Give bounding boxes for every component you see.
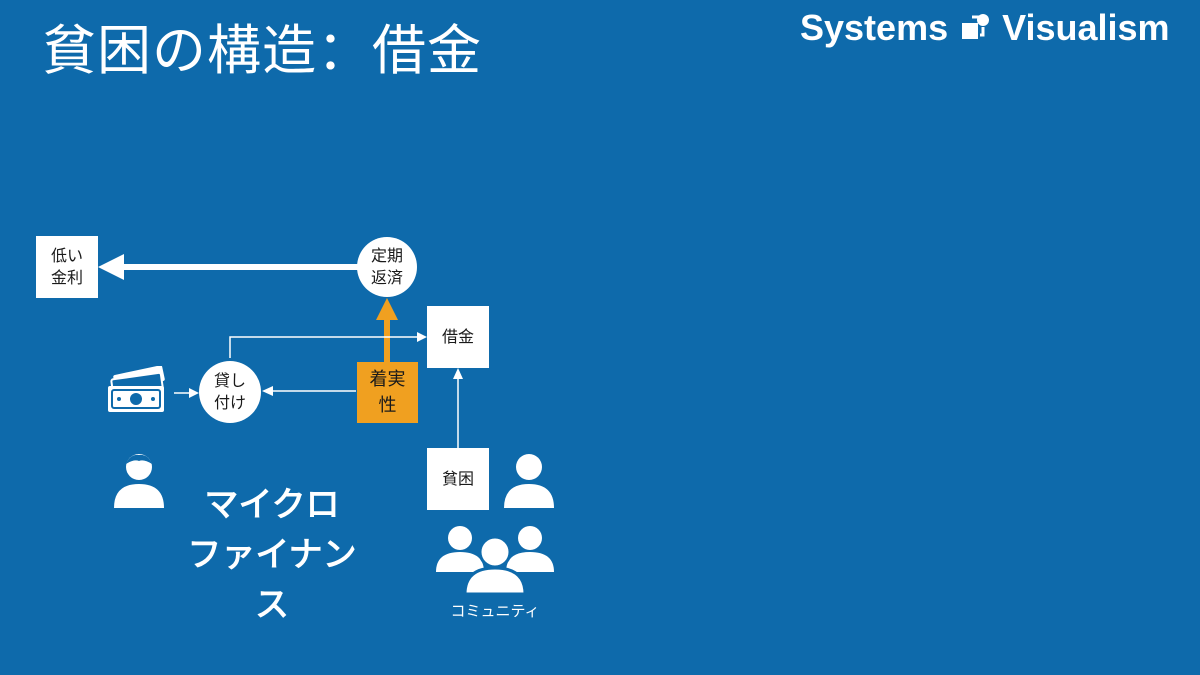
brand-left-text: Systems: [800, 7, 949, 48]
community-label: コミュニティ: [450, 602, 540, 620]
node-lending: 貸し 付け: [199, 361, 261, 423]
arrow-money-to-lending-head: [189, 388, 199, 398]
arrow-reliability-to-repayment-head: [376, 298, 398, 320]
arrow-reliability-to-lending-head: [262, 386, 273, 396]
lender-person-icon: [114, 454, 164, 508]
node-periodic-repayment: 定期 返済: [357, 237, 417, 297]
node-poverty: 貧困: [427, 448, 489, 510]
brand-logo: Systems Visualism: [800, 6, 1170, 50]
arrow-poverty-to-debt-head: [453, 368, 463, 379]
single-person-icon: [504, 454, 554, 508]
page-title: 貧困の構造：借金: [42, 19, 482, 82]
people-group-icon: [436, 526, 554, 594]
node-low-interest: 低い 金利: [36, 236, 98, 298]
arrow-lending-to-debt-head: [417, 332, 427, 342]
brand-right-text: Visualism: [1002, 7, 1170, 48]
node-debt: 借金: [427, 306, 489, 368]
node-reliability: 着実 性: [357, 362, 418, 423]
systems-logo-icon: [962, 14, 990, 39]
microfinance-label: マイクロ ファイナンス: [187, 485, 357, 625]
arrow-lending-to-debt: [229, 336, 418, 358]
money-icon: [108, 366, 165, 412]
arrow-repayment-to-interest-head: [98, 254, 124, 280]
